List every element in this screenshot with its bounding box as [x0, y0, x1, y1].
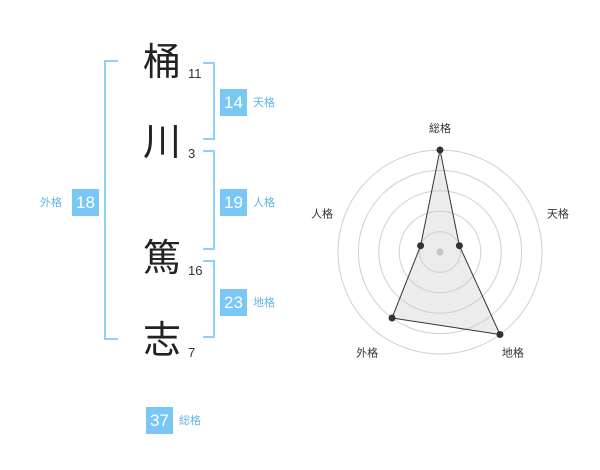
gaikaku-bracket [104, 60, 118, 340]
radar-ring [398, 210, 482, 294]
name-char-4: 志 [142, 318, 181, 362]
gaikaku-label: 外格 [40, 196, 62, 209]
chikaku-label: 地格 [253, 296, 275, 309]
name-char-2: 川 [142, 120, 181, 164]
chikaku-bracket [203, 260, 215, 338]
jinkaku-bracket [203, 150, 215, 250]
tenkaku-label: 天格 [253, 96, 275, 109]
soukaku-label: 総格 [179, 414, 201, 427]
radar-ring [357, 169, 523, 335]
jinkaku-label: 人格 [253, 196, 275, 209]
stroke-count-3: 16 [188, 263, 203, 278]
radar-data-points [388, 146, 504, 339]
tenkaku-bracket [203, 62, 215, 140]
radar-axis-label: 外格 [356, 345, 378, 359]
radar-axis-label: 総格 [429, 121, 451, 135]
radar-ring [419, 231, 461, 273]
gaikaku-badge: 18 [72, 189, 99, 216]
radar-axis-label: 人格 [311, 207, 333, 221]
radar-data-point [455, 242, 463, 250]
radar-data-point [417, 242, 425, 250]
jinkaku-badge: 19 [220, 189, 247, 216]
radar-axis-label: 天格 [547, 207, 569, 221]
soukaku-badge: 37 [146, 407, 173, 434]
chikaku-badge: 23 [220, 289, 247, 316]
radar-center-dot [436, 248, 444, 256]
name-char-3: 篤 [142, 236, 181, 280]
name-char-1: 桶 [142, 40, 181, 84]
stroke-count-1: 11 [188, 66, 202, 81]
stroke-count-2: 3 [188, 146, 196, 161]
radar-data-point [388, 314, 396, 322]
stroke-count-4: 7 [188, 345, 196, 360]
radar-axis-label: 地格 [502, 345, 524, 359]
tenkaku-badge: 14 [220, 89, 247, 116]
radar-data-point [496, 331, 504, 339]
radar-data-point [436, 146, 444, 154]
radar-ring [378, 190, 502, 314]
radar-data-area [391, 149, 501, 336]
